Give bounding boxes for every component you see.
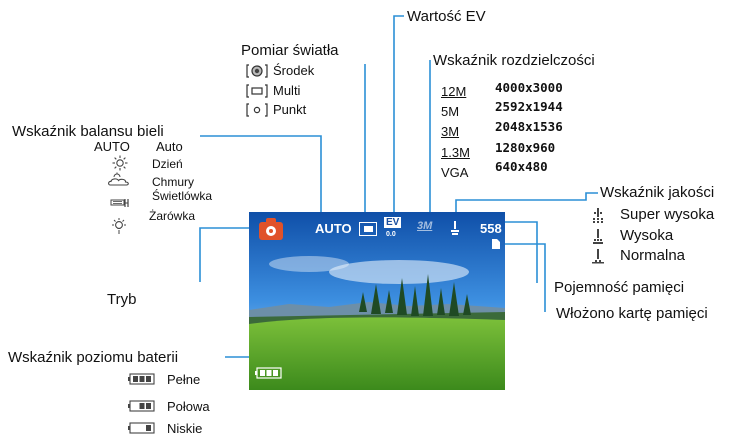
resolution-value-1-3m: 1280x960 bbox=[495, 140, 556, 155]
mode-label: Tryb bbox=[107, 291, 137, 308]
resolution-value-3m: 2048x1536 bbox=[495, 119, 563, 134]
battery-half-icon bbox=[128, 400, 155, 412]
screen-ev-value: 0.0 bbox=[386, 231, 396, 238]
metering-multi-icon bbox=[246, 84, 268, 98]
leader-card bbox=[495, 243, 546, 312]
screen-ev-indicator: EV bbox=[384, 217, 402, 228]
quality-option-normal: Normalna bbox=[620, 247, 686, 264]
quality-super-high-icon bbox=[593, 208, 603, 223]
memory-card-inserted-label: Włożono kartę pamięci bbox=[556, 305, 708, 322]
battery-option-half: Połowa bbox=[167, 399, 210, 414]
white-balance-indicator-label: Wskaźnik balansu bieli bbox=[12, 123, 164, 140]
screen-quality-icon bbox=[451, 221, 459, 235]
metering-option-center: Środek bbox=[273, 63, 315, 78]
fluorescent-icon bbox=[110, 199, 129, 207]
mode-camera-icon bbox=[259, 218, 283, 240]
resolution-icon-1-3m: 1.3M bbox=[441, 145, 470, 160]
screen-battery-icon bbox=[255, 367, 282, 379]
battery-option-low: Niskie bbox=[167, 421, 203, 436]
wb-option-incandescent: Żarówka bbox=[149, 209, 196, 223]
landscape-photo bbox=[249, 212, 505, 390]
resolution-icon-5m: 5M bbox=[441, 104, 460, 119]
battery-option-full: Pełne bbox=[167, 372, 201, 387]
quality-high-icon bbox=[593, 229, 603, 244]
leader-capacity bbox=[497, 221, 538, 283]
quality-indicator-label: Wskaźnik jakości bbox=[600, 184, 715, 201]
wb-option-auto: Auto bbox=[156, 139, 183, 154]
wb-option-day: Dzień bbox=[152, 157, 183, 171]
resolution-value-vga: 640x480 bbox=[495, 159, 548, 174]
metering-option-multi: Multi bbox=[273, 83, 301, 98]
screen-metering-fill bbox=[364, 226, 373, 232]
wb-option-fluorescent: Świetlówka bbox=[152, 189, 213, 203]
leader-ev bbox=[393, 15, 404, 213]
screen-metering-icon bbox=[359, 222, 377, 236]
cloud-icon bbox=[108, 172, 129, 186]
metering-label: Pomiar światła bbox=[241, 42, 339, 59]
metering-center-icon bbox=[246, 64, 268, 78]
resolution-icon-vga: VGA bbox=[441, 165, 469, 180]
metering-spot-icon bbox=[246, 103, 268, 117]
leader-white-balance bbox=[200, 135, 322, 213]
quality-option-high: Wysoka bbox=[620, 227, 674, 244]
quality-normal-icon bbox=[592, 249, 604, 264]
bulb-icon bbox=[112, 218, 126, 234]
resolution-indicator-label: Wskaźnik rozdzielczości bbox=[433, 52, 595, 69]
screen-resolution-indicator: 3M bbox=[417, 220, 433, 232]
ev-value-label: Wartość EV bbox=[407, 8, 486, 25]
quality-option-super-high: Super wysoka bbox=[620, 206, 715, 223]
resolution-icon-3m: 3M bbox=[441, 124, 460, 139]
leader-quality bbox=[455, 192, 598, 213]
screen-memory-card-icon bbox=[492, 239, 500, 249]
wb-auto-icon: AUTO bbox=[94, 139, 130, 154]
wb-option-cloudy: Chmury bbox=[152, 175, 195, 189]
memory-capacity-label: Pojemność pamięci bbox=[554, 279, 685, 296]
resolution-icon-12m: 12M bbox=[441, 84, 467, 99]
metering-option-spot: Punkt bbox=[273, 102, 307, 117]
battery-level-indicator-label: Wskaźnik poziomu baterii bbox=[8, 349, 179, 366]
battery-full-icon bbox=[128, 373, 155, 385]
screen-wb-indicator: AUTO bbox=[315, 221, 352, 236]
resolution-value-5m: 2592x1944 bbox=[495, 99, 563, 114]
screen-remaining-count: 558 bbox=[480, 221, 502, 236]
battery-low-icon bbox=[128, 422, 155, 434]
sun-icon bbox=[112, 155, 128, 171]
resolution-value-12m: 4000x3000 bbox=[495, 80, 563, 95]
camera-lcd-screen: AUTO EV 0.0 3M 558 bbox=[249, 212, 505, 390]
